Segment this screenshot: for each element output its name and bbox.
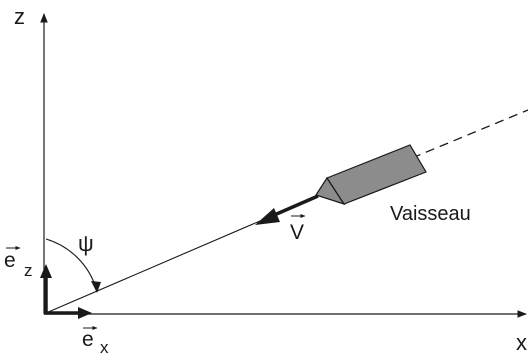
vessel-label: Vaisseau: [390, 203, 471, 225]
e-x-label: e: [82, 328, 94, 351]
psi-arc-arrowhead: [91, 281, 101, 293]
e-x-label-subscript: x: [100, 338, 109, 354]
velocity-vector: [271, 194, 319, 218]
e-z-arrowhead: [40, 264, 52, 278]
e-z-label: e: [4, 249, 16, 272]
e-z-label-subscript: z: [24, 261, 33, 280]
velocity-arrowhead: [255, 208, 280, 225]
z-axis-label: z: [14, 4, 25, 29]
x-axis-label: x: [516, 330, 527, 354]
psi-label: ψ: [78, 231, 94, 256]
vessel-body: [326, 144, 427, 205]
e-x-arrowhead: [78, 307, 92, 319]
velocity-label: V: [290, 221, 304, 244]
trajectory-dashed: [411, 109, 529, 159]
psi-angle-arc: [45, 238, 97, 289]
